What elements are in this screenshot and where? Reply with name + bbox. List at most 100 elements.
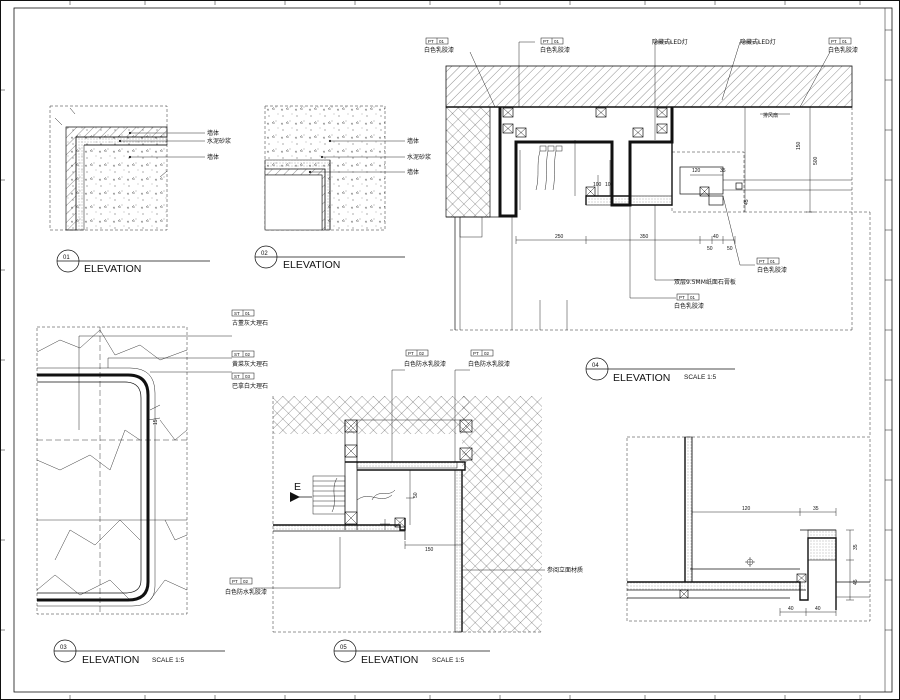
d06-dim-35a: 35	[813, 506, 819, 512]
d06-dim-40a: 40	[788, 606, 794, 612]
title-05-num: 05	[340, 645, 347, 651]
d03-tag-2-a: ST	[234, 352, 240, 357]
detail-06: 120 35 35 45 40 40	[626, 436, 871, 622]
d05-tag-1: PT 02	[405, 349, 429, 357]
d04-tag-4-b: 01	[770, 259, 776, 264]
title-01-num: 01	[63, 255, 70, 261]
d03-label-1: 古董灰大理石	[232, 319, 268, 327]
d04-dim-120: 120	[692, 168, 701, 174]
title-05: 05 ELEVATION SCALE 1:5	[333, 639, 490, 666]
d04-label-8: 白色乳胶漆	[674, 302, 704, 310]
d02-label-3: 墙体	[407, 168, 419, 176]
d05-tag-2: PT 02	[470, 349, 494, 357]
d04-dim-250: 250	[555, 234, 564, 240]
d05-tag-2-a: PT	[473, 351, 479, 356]
d04-tag-1-a: PT	[428, 39, 434, 44]
d05-tag-1-a: PT	[408, 351, 414, 356]
title-03-scale: SCALE 1:5	[152, 657, 185, 664]
d04-tag-1: PT 01	[425, 37, 449, 45]
d03-tag-1-b: 01	[245, 311, 251, 316]
d03-tag-1-a: ST	[234, 311, 240, 316]
title-03-num: 03	[60, 645, 67, 651]
d05-dim-150: 150	[425, 547, 434, 553]
d04-label-5: 白色乳胶漆	[828, 46, 858, 54]
detail-01: 墙体 水泥砂浆 墙体	[49, 105, 231, 231]
d05-label-2: 白色防水乳胶漆	[468, 360, 510, 368]
d04-tag-3-b: 01	[842, 39, 848, 44]
d04-tag-3: PT 01	[828, 37, 852, 45]
title-02-num: 02	[261, 251, 268, 257]
d05-tag-1-b: 02	[419, 351, 425, 356]
d05-label-1: 白色防水乳胶漆	[404, 360, 446, 368]
title-03-text: ELEVATION	[82, 654, 139, 666]
d04-dim-350: 350	[640, 234, 649, 240]
d04-tag-4-a: PT	[759, 259, 765, 264]
d05-tag-2-b: 02	[484, 351, 490, 356]
d04-tag-1-b: 01	[439, 39, 445, 44]
d04-tag-2-a: PT	[543, 39, 549, 44]
d06-dim-120: 120	[742, 506, 751, 512]
d06-dim-45: 45	[853, 579, 859, 585]
d03-mark: 15	[153, 419, 159, 425]
d03-tag-1: ST 01	[231, 309, 255, 317]
d03-tag-3: ST 03	[231, 372, 255, 380]
d03-tag-2: ST 02	[231, 350, 255, 358]
d04-label-3: 隐藏式LED灯	[652, 38, 688, 46]
d05-tag-3-b: 02	[243, 579, 249, 584]
detail-04: 250 350 40 50 50 150 500 100 100 120 35 …	[424, 37, 871, 435]
title-05-text: ELEVATION	[361, 654, 418, 666]
d04-dim-100a: 100	[593, 182, 602, 188]
d06-dim-35b: 35	[853, 544, 859, 550]
title-02-text: ELEVATION	[283, 259, 340, 271]
d05-tag-3: PT 02	[229, 577, 253, 585]
d04-label-2: 白色乳胶漆	[540, 46, 570, 54]
d03-label-3: 巴拿白大理石	[232, 382, 268, 390]
d04-dim-500: 500	[813, 156, 819, 165]
d04-dim-50b: 50	[727, 246, 733, 252]
d04-dim-45: 45	[744, 199, 750, 205]
d04-tag-2: PT 01	[540, 37, 564, 45]
d01-label-3: 墙体	[207, 153, 219, 161]
title-04: 04 ELEVATION SCALE 1:5	[585, 357, 735, 384]
title-05-scale: SCALE 1:5	[432, 657, 465, 664]
d05-tag-3-a: PT	[232, 579, 238, 584]
d04-dim-35: 35	[720, 168, 726, 174]
d05-dim-50: 50	[413, 492, 419, 498]
title-03: 03 ELEVATION SCALE 1:5	[53, 639, 225, 666]
d06-dim-40b: 40	[815, 606, 821, 612]
d03-tag-2-b: 02	[245, 352, 251, 357]
d04-tag-5-a: PT	[679, 295, 685, 300]
d04-tag-4: PT 01	[756, 257, 780, 265]
title-01: 01 ELEVATION	[56, 249, 210, 275]
d04-label-7: 双层9.5MM纸面石膏板	[674, 278, 736, 286]
d05-label-3: 白色防水乳胶漆	[225, 588, 267, 596]
d04-dim-40: 40	[713, 234, 719, 240]
d04-dim-50: 50	[707, 246, 713, 252]
title-02: 02 ELEVATION	[254, 245, 405, 271]
d02-label-1: 墙体	[407, 137, 419, 145]
d04-label-1: 白色乳胶漆	[424, 46, 454, 54]
d01-label-2: 水泥砂浆	[207, 137, 231, 145]
title-04-num: 04	[592, 363, 599, 369]
d04-label-6: 白色乳胶漆	[757, 266, 787, 274]
d04-tag-5-b: 01	[690, 295, 696, 300]
detail-02: 墙体 水泥砂浆 墙体	[264, 105, 431, 231]
d04-tag-2-b: 01	[554, 39, 560, 44]
d03-tag-3-b: 03	[245, 374, 251, 379]
d03-tag-3-a: ST	[234, 374, 240, 379]
d05-arrow-label: E	[294, 481, 301, 493]
detail-05: E 50 150 PT 02 PT 02 PT	[225, 349, 583, 633]
title-04-text: ELEVATION	[613, 372, 670, 384]
d02-label-2: 水泥砂浆	[407, 153, 431, 161]
title-04-scale: SCALE 1:5	[684, 374, 717, 381]
d04-dim-150: 150	[796, 141, 802, 150]
detail-03: 15 ST 01 ST 02 ST 03 古董灰大理石 黄菜灰大理石 巴拿白大理…	[36, 309, 268, 615]
d03-label-2: 黄菜灰大理石	[232, 360, 268, 368]
d01-label-1: 墙体	[207, 129, 219, 137]
d04-dim-100b: 100	[605, 182, 614, 188]
d04-label-4: 隐藏式LED灯	[740, 38, 776, 46]
d04-note: 排风扇	[763, 112, 778, 119]
title-01-text: ELEVATION	[84, 263, 141, 275]
d04-tag-3-a: PT	[831, 39, 837, 44]
